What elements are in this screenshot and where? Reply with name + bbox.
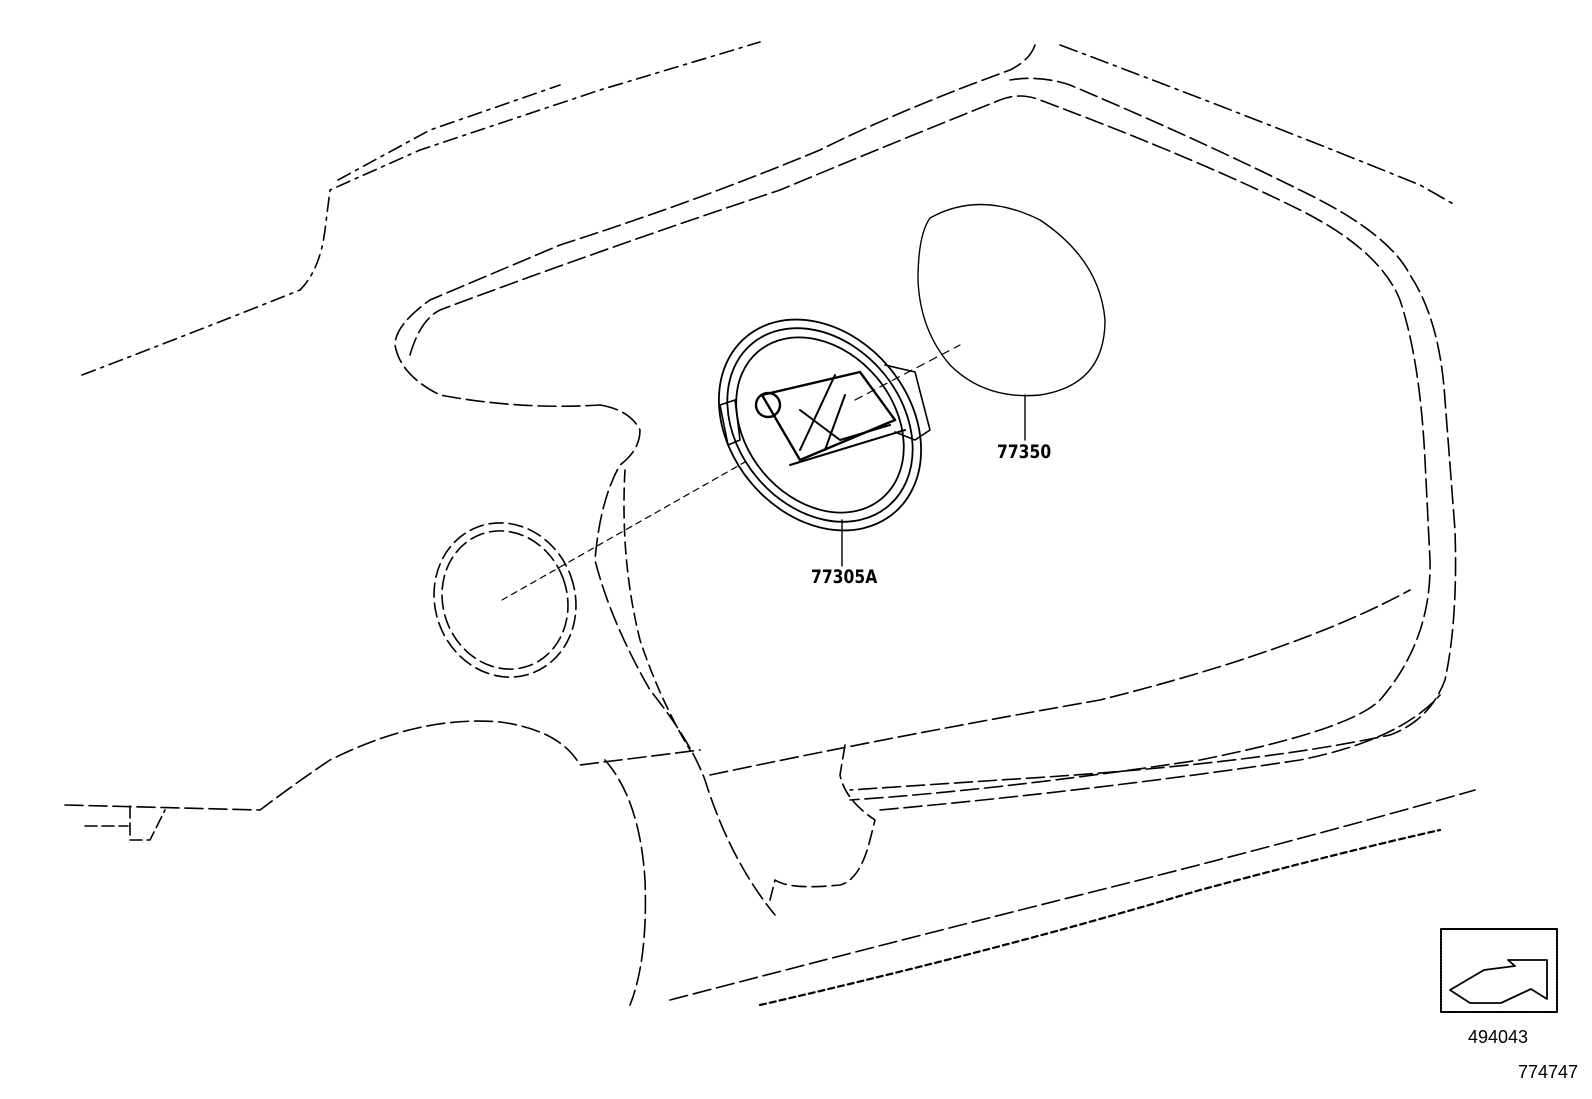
callout-77350[interactable]: 77350 xyxy=(997,441,1052,463)
illustration-code: 494043 xyxy=(1468,1027,1529,1047)
callout-77305A[interactable]: 77305A xyxy=(811,566,878,588)
fuel-filler-housing-illustration xyxy=(718,318,931,532)
page-code: 774747 xyxy=(1518,1062,1579,1082)
front-direction-arrow-icon xyxy=(1449,959,1548,1004)
